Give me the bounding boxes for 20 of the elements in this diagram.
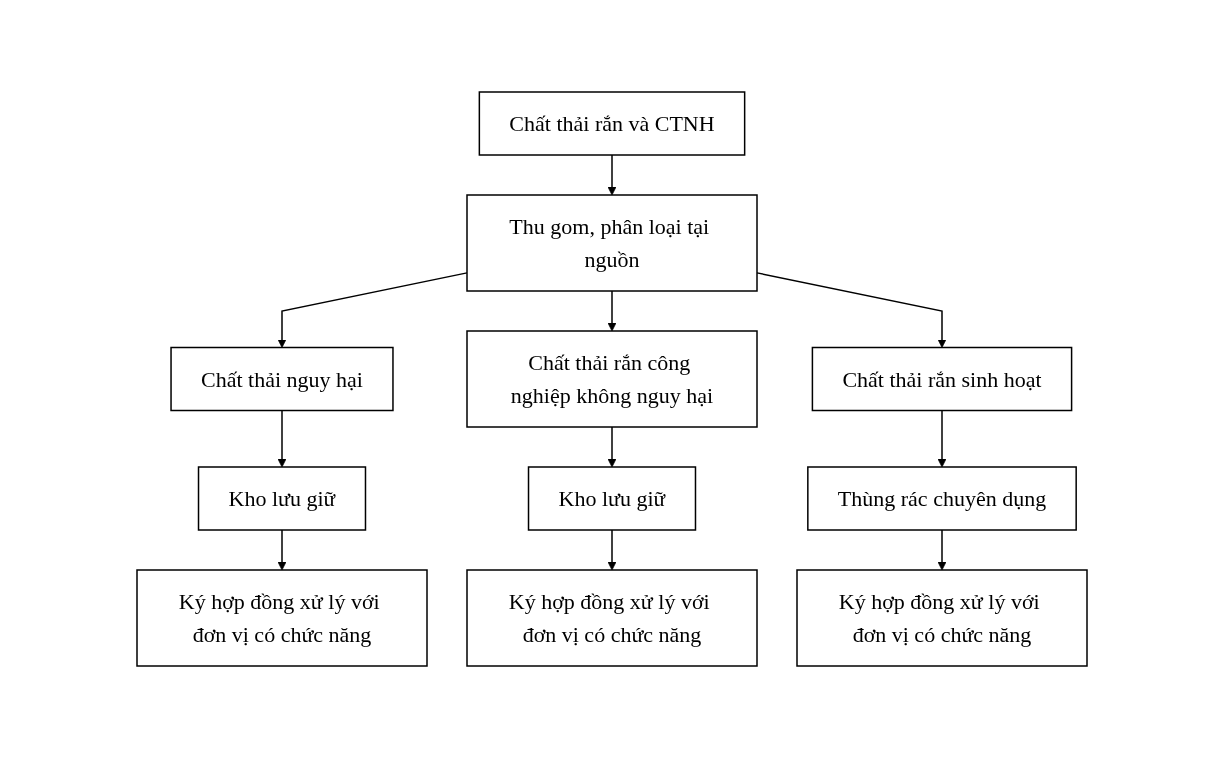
arrow bbox=[277, 272, 468, 348]
node-box: Ký hợp đồng xử lý với đơn vị có chức năng bbox=[136, 569, 428, 667]
node-box: Chất thải rắn và CTNH bbox=[478, 91, 746, 156]
node-box: Chất thải rắn công nghiệp không nguy hại bbox=[466, 330, 758, 428]
node-box: Chất thải rắn sinh hoạt bbox=[811, 346, 1073, 412]
arrow bbox=[277, 409, 287, 468]
arrow bbox=[607, 290, 617, 332]
node-box: Chất thải nguy hại bbox=[170, 346, 394, 412]
arrow bbox=[607, 529, 617, 571]
arrow bbox=[277, 529, 287, 571]
node-box: Thùng rác chuyên dụng bbox=[807, 466, 1077, 531]
node-box: Kho lưu giữ bbox=[527, 466, 697, 531]
arrow bbox=[607, 154, 617, 196]
node-box: Kho lưu giữ bbox=[197, 466, 367, 531]
node-box: Thu gom, phân loại tại nguồn bbox=[466, 194, 758, 292]
arrow bbox=[937, 409, 947, 468]
arrow bbox=[937, 529, 947, 571]
arrow bbox=[607, 426, 617, 468]
node-box: Ký hợp đồng xử lý với đơn vị có chức năng bbox=[796, 569, 1088, 667]
node-box: Ký hợp đồng xử lý với đơn vị có chức năng bbox=[466, 569, 758, 667]
